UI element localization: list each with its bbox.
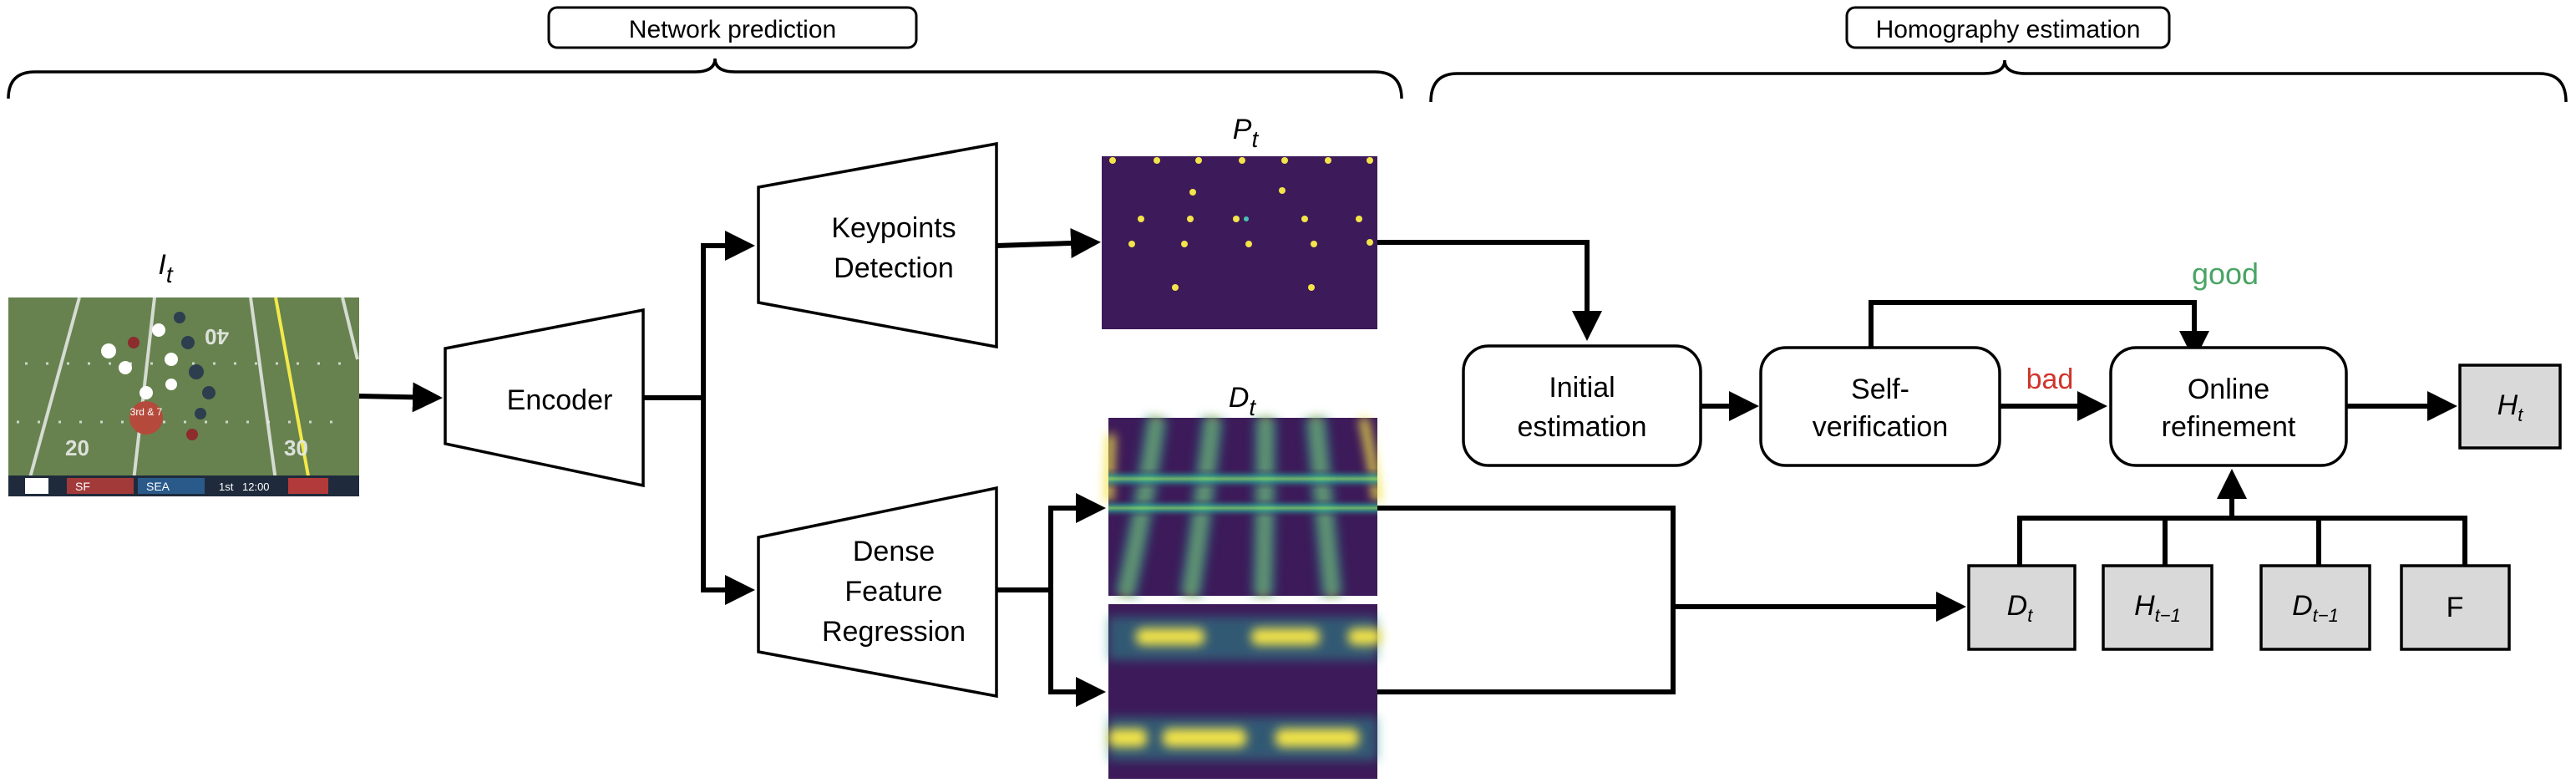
dense-heatmap-horizontal (1108, 604, 1382, 779)
network-prediction-brace (7, 58, 1403, 99)
arrow-dense-to-horizontal-map (1048, 590, 1106, 707)
score-team2: SEA (146, 480, 170, 493)
self-verification-block: Self- verification (1759, 346, 2001, 467)
score-quarter: 1st (219, 480, 234, 493)
input-box-dt-1-label: Dt−1 (2292, 590, 2339, 626)
online-refinement-label-1: Online (2188, 374, 2269, 405)
input-box-f-label: F (2447, 592, 2464, 623)
dense-feature-regression-block: Dense Feature Regression (757, 486, 998, 699)
arrow-encoder-to-dense (701, 398, 755, 605)
dense-map-label: Dt (1229, 382, 1257, 420)
dense-regression-label-3: Regression (822, 616, 966, 648)
input-box-ht-1-label: Ht−1 (2134, 590, 2181, 626)
points-heatmap (1102, 156, 1377, 329)
arrow-points-to-initial (1377, 240, 1602, 341)
keypoints-detection-block: Keypoints Detection (757, 141, 998, 349)
self-verification-label-1: Self- (1851, 374, 1909, 405)
initial-estimation-label-1: Initial (1549, 372, 1615, 404)
input-frame-label: It (158, 249, 173, 287)
dense-heatmap-vertical (1104, 416, 1382, 599)
input-box-ht-1: Ht−1 (2102, 564, 2213, 651)
good-label: good (2192, 257, 2259, 291)
self-verification-label-2: verification (1813, 411, 1949, 443)
initial-estimation-label-2: estimation (1518, 411, 1647, 443)
connector-dense-maps (1377, 506, 1676, 694)
arrow-encoder-to-keypoints (643, 231, 755, 400)
input-frame: 20 30 40 3rd & 7 SF SEA 1st 12:00 (8, 297, 359, 496)
input-box-dt-label: Dt (2007, 590, 2034, 626)
encoder-label: Encoder (507, 384, 613, 416)
bad-label: bad (2026, 364, 2074, 395)
homography-estimation-brace (1429, 59, 2568, 103)
arrow-keypoints-to-points-map (996, 228, 1101, 258)
online-refinement-label-2: refinement (2162, 411, 2296, 443)
score-team1: SF (75, 480, 90, 493)
keypoints-detection-label-1: Keypoints (831, 212, 956, 244)
dense-regression-label-1: Dense (853, 536, 935, 567)
down-marker: 3rd & 7 (130, 406, 163, 418)
input-box-f: F (2400, 564, 2511, 651)
section-homography-estimation-label: Homography estimation (1876, 16, 2141, 43)
online-refinement-block: Online refinement (2109, 346, 2348, 467)
initial-estimation-block: Initial estimation (1462, 344, 1702, 467)
bus-refinement-inputs (2017, 516, 2467, 565)
keypoints-detection-label-2: Detection (834, 252, 954, 284)
field-number-20: 20 (65, 435, 89, 460)
input-box-dt-1: Dt−1 (2259, 564, 2371, 651)
arrow-input-to-encoder (358, 382, 443, 413)
output-homography-label: Ht (2497, 389, 2524, 425)
section-homography-estimation: Homography estimation (1429, 6, 2568, 103)
dense-regression-label-2: Feature (844, 576, 942, 608)
section-network-prediction-label: Network prediction (629, 16, 836, 43)
arrow-good-path (1869, 300, 2209, 361)
output-homography-box: Ht (2458, 364, 2562, 450)
field-number-30: 30 (284, 435, 308, 460)
points-map-label: Pt (1233, 114, 1260, 152)
field-number-40: 40 (205, 324, 229, 349)
encoder-block: Encoder (444, 308, 645, 488)
arrow-dense-to-vertical-map (996, 493, 1106, 592)
section-network-prediction: Network prediction (7, 6, 1403, 99)
score-clock: 12:00 (242, 480, 270, 493)
input-box-dt: Dt (1967, 564, 2077, 651)
